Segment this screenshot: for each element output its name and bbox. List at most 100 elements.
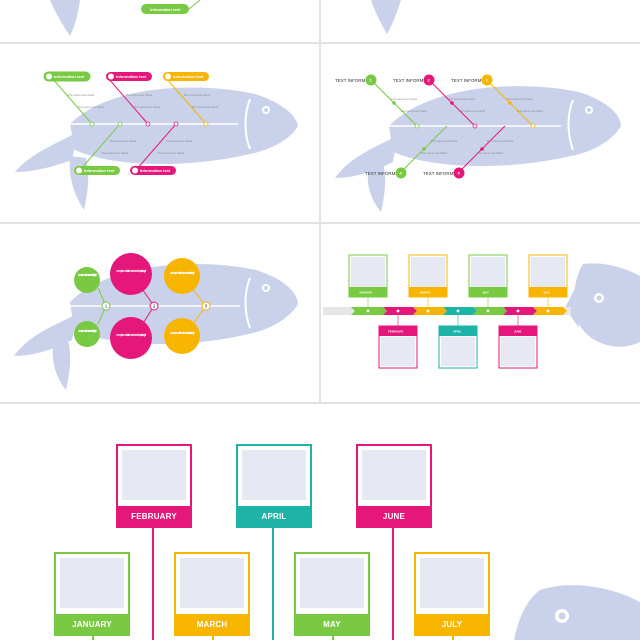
info-circle-green-top: Lorem ipsum dolor sit amet, consectetur …	[74, 267, 100, 293]
svg-text:FEBRUARY: FEBRUARY	[388, 330, 404, 334]
svg-text:Information text: Information text	[173, 74, 204, 79]
image-placeholder	[60, 558, 124, 608]
month-card-feb: FEBRUARY	[378, 325, 418, 369]
text-inform-label: TEXT INFORM	[335, 78, 366, 83]
svg-text:Put some text block: Put some text block	[421, 151, 448, 155]
month-card-apr: APRIL	[438, 325, 478, 369]
branch-text: Put some text block	[102, 151, 129, 155]
image-placeholder	[420, 558, 484, 608]
branch-text: Put some text block	[110, 139, 137, 143]
step-number: 1	[370, 78, 373, 83]
month-card-feb: FEBRUARY	[116, 444, 192, 528]
fish-head	[514, 585, 640, 640]
month-card-jul: JULY	[414, 552, 490, 636]
image-placeholder	[242, 450, 306, 500]
text-inform-label: TEXT INFORM	[393, 78, 424, 83]
branch-text: Put some text block	[192, 105, 219, 109]
branch-text: Put some text block	[158, 151, 185, 155]
month-card-mar: MARCH	[408, 254, 448, 298]
info-circle-orange-top: Lorem ipsum dolor sit amet, consectetur …	[164, 258, 200, 294]
slide-thumbnail-4[interactable]: TEXT INFORM 1 TEXT INFORM 2 TEXT INFORM …	[321, 44, 640, 222]
text-inform-label: TEXT INFORM	[451, 78, 482, 83]
slide-thumbnail-1[interactable]: Information text	[0, 0, 319, 42]
svg-text:Information text: Information text	[54, 74, 85, 79]
svg-text:Put some text block: Put some text block	[391, 97, 418, 101]
svg-text:Lorem ipsum dolor sit amet, co: Lorem ipsum dolor sit amet, consectetur …	[116, 269, 147, 273]
svg-text:Information text: Information text	[140, 168, 171, 173]
step-number: 2	[428, 78, 431, 83]
branch-text: Put some text block	[184, 93, 211, 97]
slide-thumbnail-5[interactable]: Lorem ipsum dolor sit amet, consectetur …	[0, 224, 319, 402]
fish-tail	[14, 314, 78, 356]
month-card-apr: APRIL	[236, 444, 312, 528]
info-pill	[141, 4, 189, 14]
fish-body	[70, 87, 298, 164]
svg-text:JULY: JULY	[543, 291, 550, 295]
fish-fin	[52, 340, 71, 390]
image-placeholder	[362, 450, 426, 500]
fish-tail-shape	[371, 0, 401, 34]
step-number: 1	[105, 304, 108, 309]
svg-text:Lorem ipsum dolor sit amet, co: Lorem ipsum dolor sit amet, consectetur …	[78, 273, 97, 277]
month-card-jul: JULY	[528, 254, 568, 298]
svg-text:Lorem ipsum dolor sit amet, co: Lorem ipsum dolor sit amet, consectetur …	[170, 331, 195, 335]
svg-text:Put some text block: Put some text block	[487, 139, 514, 143]
info-circle-green-bottom: Lorem ipsum dolor sit amet, consectetur …	[74, 321, 100, 347]
info-pill-1: Information text	[43, 71, 91, 82]
svg-text:Put some text block: Put some text block	[517, 109, 544, 113]
slide-thumbnail-6[interactable]: JANUARY MARCH MAY JULY	[321, 224, 640, 402]
month-card-jun: JUNE	[356, 444, 432, 528]
step-number: 2	[153, 304, 156, 309]
branch-text: Put some text block	[166, 139, 193, 143]
image-placeholder	[122, 450, 186, 500]
month-card-jun: JUNE	[498, 325, 538, 369]
info-pill-3: Information text	[163, 72, 209, 81]
step-number: 3	[486, 78, 489, 83]
fish-fin	[367, 164, 386, 212]
month-card-may: MAY	[468, 254, 508, 298]
month-card-jan: JANUARY	[54, 552, 130, 636]
svg-text:Put some text block: Put some text block	[431, 139, 458, 143]
image-placeholder	[180, 558, 244, 608]
svg-text:Lorem ipsum dolor sit amet, co: Lorem ipsum dolor sit amet, consectetur …	[170, 271, 195, 275]
info-pill-5: Information text	[130, 166, 176, 175]
branch-text: Put some text block	[68, 93, 95, 97]
branch-text: Put some text block	[134, 105, 161, 109]
image-placeholder	[300, 558, 364, 608]
text-inform-label: TEXT INFORM	[365, 171, 396, 176]
info-circle-magenta-top: Lorem ipsum dolor sit amet, consectetur …	[110, 253, 152, 295]
svg-text:Lorem ipsum dolor sit amet, co: Lorem ipsum dolor sit amet, consectetur …	[78, 329, 97, 333]
step-number: 5	[458, 171, 461, 176]
svg-text:APRIL: APRIL	[453, 330, 462, 334]
slide-large-timeline[interactable]: FEBRUARY APRIL JUNE JANUARY MARCH MAY JU…	[0, 404, 640, 640]
info-pill-label: Information text	[150, 7, 181, 12]
svg-text:Put some text block: Put some text block	[449, 97, 476, 101]
branch-text: Put some text block	[126, 93, 153, 97]
svg-text:Information text: Information text	[84, 168, 115, 173]
step-number: 3	[205, 304, 208, 309]
info-pill-4: Information text	[74, 166, 120, 175]
fish-head	[574, 263, 640, 347]
info-circle-orange-bottom: Lorem ipsum dolor sit amet, consectetur …	[164, 318, 200, 354]
slide-thumbnail-3[interactable]: Information text Information text Inform…	[0, 44, 319, 222]
svg-text:MAY: MAY	[483, 291, 489, 295]
slide-thumbnail-2[interactable]	[321, 0, 640, 42]
fish-tail	[15, 132, 78, 172]
svg-text:Put some text block: Put some text block	[477, 151, 504, 155]
svg-text:Put some text block: Put some text block	[459, 109, 486, 113]
fish-tail	[335, 136, 397, 178]
month-card-jan: JANUARY	[348, 254, 388, 298]
svg-text:JUNE: JUNE	[514, 330, 522, 334]
step-number: 4	[400, 171, 403, 176]
svg-text:Lorem ipsum dolor sit amet, co: Lorem ipsum dolor sit amet, consectetur …	[116, 333, 147, 337]
svg-text:Put some text block: Put some text block	[401, 109, 428, 113]
info-circle-magenta-bottom: Lorem ipsum dolor sit amet, consectetur …	[110, 317, 152, 359]
month-card-may: MAY	[294, 552, 370, 636]
svg-text:Information text: Information text	[116, 74, 147, 79]
svg-text:Put some text block: Put some text block	[507, 97, 534, 101]
fish-tail-shape	[50, 0, 80, 36]
svg-text:JANUARY: JANUARY	[359, 291, 373, 295]
text-inform-label: TEXT INFORM	[423, 171, 454, 176]
svg-text:MARCH: MARCH	[420, 291, 430, 295]
info-pill-2: Information text	[106, 72, 152, 81]
